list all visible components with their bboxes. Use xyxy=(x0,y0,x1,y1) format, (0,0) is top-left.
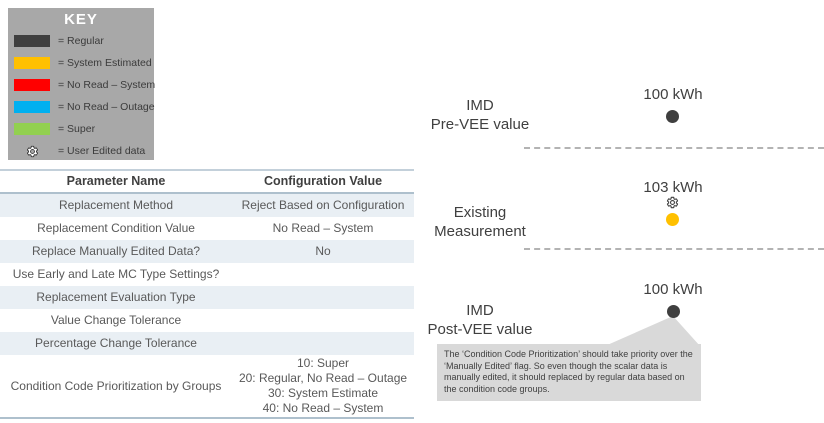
configuration-value-cell: No xyxy=(315,244,331,258)
legend-item-user-edited: = User Edited data xyxy=(8,140,154,162)
no-read-outage-color-swatch xyxy=(14,101,50,113)
user-edited-gear-icon xyxy=(666,196,679,209)
super-color-swatch xyxy=(14,123,50,135)
table-row: Replacement Evaluation Type xyxy=(0,286,414,309)
configuration-value-cell: No Read – System xyxy=(272,221,374,235)
column-header-parameter-name: Parameter Name xyxy=(66,174,166,188)
configuration-table: Parameter Name Configuration Value Repla… xyxy=(0,169,414,419)
gear-icon xyxy=(26,145,38,157)
post-vee-value-label: 100 kWh xyxy=(643,281,703,298)
legend-title: KEY xyxy=(64,11,98,28)
legend-item-label: = Super xyxy=(58,123,96,135)
no-read-system-color-swatch xyxy=(14,79,50,91)
parameter-name-cell: Replace Manually Edited Data? xyxy=(31,244,201,258)
parameter-name-cell: Replacement Method xyxy=(58,198,174,212)
table-row: Replacement Method Reject Based on Confi… xyxy=(0,194,414,217)
parameter-name-cell: Replacement Evaluation Type xyxy=(36,290,196,304)
legend-item-no-read-system: = No Read – System xyxy=(8,74,156,96)
table-row: Replacement Condition Value No Read – Sy… xyxy=(0,217,414,240)
parameter-name-cell: Use Early and Late MC Type Settings? xyxy=(12,267,220,281)
parameter-name-cell: Replacement Condition Value xyxy=(37,221,195,235)
configuration-value-cell: 10: Super 20: Regular, No Read – Outage … xyxy=(238,356,408,415)
system-estimated-color-swatch xyxy=(14,57,50,69)
existing-measurement-value-label: 103 kWh xyxy=(643,179,703,196)
column-header-configuration-value: Configuration Value xyxy=(263,174,383,188)
legend-item-label: = System Estimated xyxy=(58,57,152,69)
section-label-imd-post-vee: IMD Post-VEE value xyxy=(427,302,533,338)
parameter-name-cell: Condition Code Prioritization by Groups xyxy=(10,379,222,393)
legend-item-system-estimated: = System Estimated xyxy=(8,52,154,74)
table-row: Percentage Change Tolerance xyxy=(0,332,414,355)
callout-pointer xyxy=(605,316,700,346)
post-vee-regular-data-point xyxy=(667,305,680,318)
legend-item-label: = User Edited data xyxy=(58,145,146,157)
legend-item-super: = Super xyxy=(8,118,154,140)
legend-item-no-read-outage: = No Read – Outage xyxy=(8,96,155,118)
regular-color-swatch xyxy=(14,35,50,47)
existing-measurement-system-estimated-data-point xyxy=(666,213,679,226)
parameter-name-cell: Value Change Tolerance xyxy=(50,313,182,327)
pre-vee-regular-data-point xyxy=(666,110,679,123)
table-row: Use Early and Late MC Type Settings? xyxy=(0,263,414,286)
table-header-row: Parameter Name Configuration Value xyxy=(0,171,414,194)
legend-item-label: = Regular xyxy=(58,35,104,47)
legend-item-label: = No Read – System xyxy=(58,79,156,91)
parameter-name-cell: Percentage Change Tolerance xyxy=(35,336,197,350)
table-row: Value Change Tolerance xyxy=(0,309,414,332)
callout-note: The ‘Condition Code Prioritization’ shou… xyxy=(437,344,701,401)
legend-item-regular: = Regular xyxy=(8,30,154,52)
section-label-existing-measurement: Existing Measurement xyxy=(434,204,526,240)
table-row: Replace Manually Edited Data? No xyxy=(0,240,414,263)
lane-divider xyxy=(524,147,824,149)
table-row: Condition Code Prioritization by Groups … xyxy=(0,355,414,417)
lane-divider xyxy=(524,248,824,250)
section-label-imd-pre-vee: IMD Pre-VEE value xyxy=(430,97,530,133)
legend-item-label: = No Read – Outage xyxy=(58,101,155,113)
legend-key-box: KEY = Regular = System Estimated = No Re… xyxy=(8,8,156,162)
configuration-value-cell: Reject Based on Configuration xyxy=(241,198,405,212)
pre-vee-value-label: 100 kWh xyxy=(643,86,703,103)
configuration-value-cell xyxy=(232,263,414,286)
